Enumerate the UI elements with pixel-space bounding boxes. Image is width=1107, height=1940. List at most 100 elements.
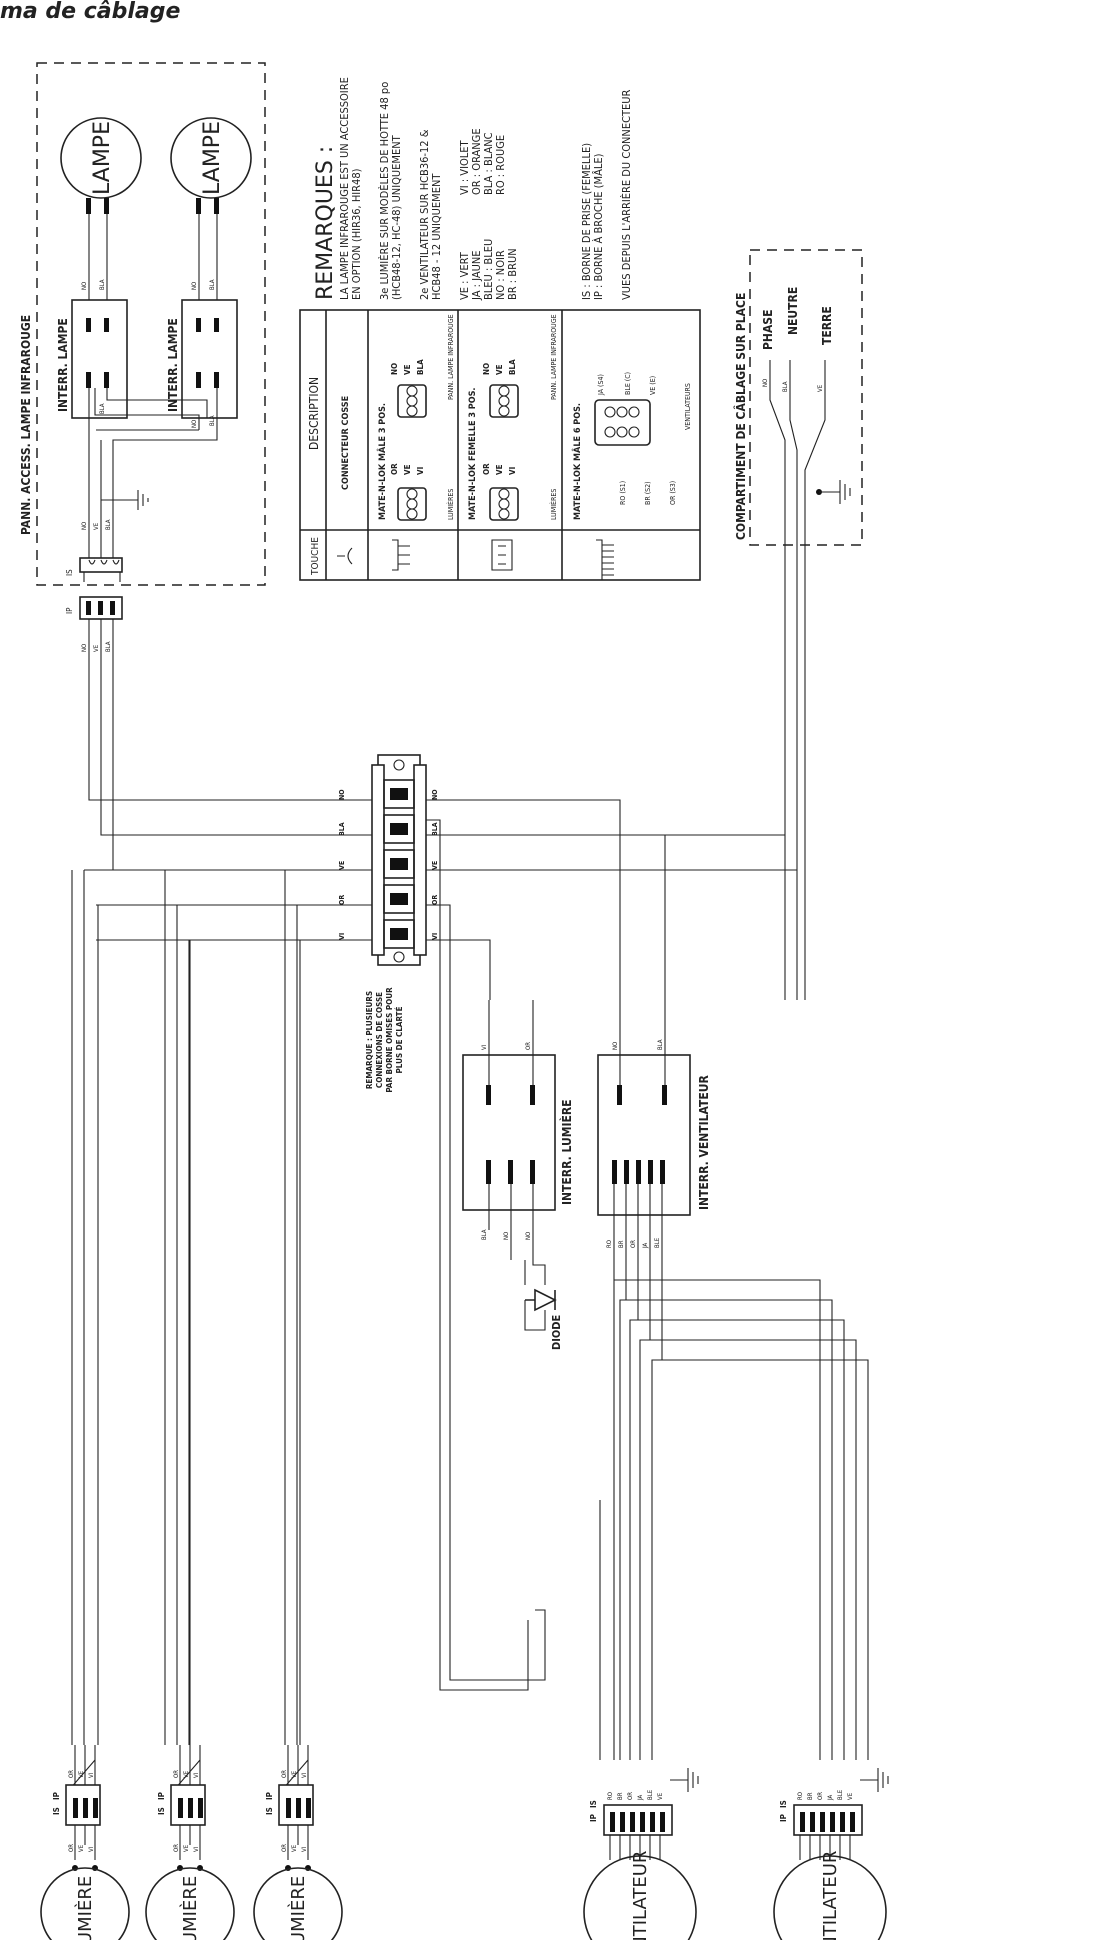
- notes-line-4: (HCB48-12, HC-48) UNIQUEMENT: [390, 134, 403, 300]
- abbrev-or: OR : ORANGE: [470, 128, 483, 195]
- light-switch-label: INTERR. LUMIÈRE: [559, 1099, 574, 1205]
- light-1-wire-bot-1: VE: [78, 1844, 85, 1852]
- note-view: VUES DEPUIS L'ARRIÈRE DU CONNECTEUR: [620, 89, 633, 300]
- legend-row-3-pin-no: NO: [482, 363, 491, 375]
- light-3-circle: [253, 1867, 343, 1940]
- legend-row-2-sub-left: LUMIÈRES: [446, 489, 455, 520]
- field-wire-bla: BLA: [782, 381, 789, 392]
- light-3-label: LUMIÈRE: [287, 1876, 309, 1940]
- legend-row-4-pin-ve: VE (E): [649, 376, 657, 395]
- light-switch-wire-vi: VI: [481, 1044, 488, 1050]
- light-switch-wire-no: NO: [503, 1232, 510, 1240]
- lamp-is-label: IS: [65, 569, 74, 576]
- legend-row-1-desc: CONNECTEUR COSSE: [341, 396, 351, 490]
- fan-2-wire-0: RO: [797, 1792, 804, 1800]
- terminal-block: NO BLA VE OR VI NO BLA VE OR VI REMARQUE…: [338, 754, 439, 1093]
- field-wire-ve: VE: [817, 384, 824, 392]
- lamp-2-circle: [170, 117, 252, 199]
- lamp-ip-wire-bla: BLA: [105, 641, 112, 652]
- fan-2-wire-3: JA: [827, 1795, 834, 1801]
- fan-switch-wire-no: NO: [612, 1042, 619, 1050]
- legend-row-4-pin-br: BR (S2): [644, 481, 652, 505]
- legend-row-3-pin-ve2: VE: [495, 364, 504, 375]
- fan-switch-wire-or: OR: [630, 1240, 637, 1248]
- legend-row-4-desc: MATE-N-LOK MÂLE 6 POS.: [571, 403, 583, 520]
- terminal-note-1: REMARQUE : PLUSIEURS: [365, 991, 374, 1089]
- fan-1-circle: [583, 1855, 697, 1940]
- lamp-switch-1-label: INTERR. LAMPE: [56, 318, 70, 412]
- light-1-ip-label: IP: [52, 1792, 61, 1800]
- field-phase-label: PHASE: [761, 310, 775, 350]
- lamp-1-label: LAMPE: [90, 121, 115, 195]
- fan-switch-label: INTERR. VENTILATEUR: [697, 1075, 711, 1210]
- diode-label: DIODE: [550, 1314, 563, 1350]
- lamp-2-wire-no: NO: [191, 282, 198, 290]
- light-switch-wire-no2: NO: [525, 1232, 532, 1240]
- lamp-2-wire-bla: BLA: [209, 279, 216, 290]
- notes-line-1: LA LAMPE INFRAROUGE EST UN ACCESSOIRE: [338, 77, 351, 300]
- abbrev-vi: VI : VIOLET: [458, 139, 471, 195]
- lamp-sw-wire-no: NO: [191, 420, 198, 428]
- legend-row-3-pin-bla: BLA: [508, 359, 517, 375]
- legend-row-2-pin-ve: VE: [403, 464, 412, 475]
- lamp-2: LAMPE: [170, 117, 252, 199]
- fan-switch: NO BLA INTERR. VENTILATEUR RO BR OR JA B…: [597, 1000, 869, 1760]
- fan-switch-wire-bla: BLA: [657, 1039, 664, 1050]
- light-2-wire-bot-2: VI: [193, 1846, 200, 1852]
- legend-header-touche: TOUCHE: [310, 537, 321, 576]
- lamp-sw-wire-bla: BLA: [99, 403, 106, 414]
- fan-1-ground-icon: [670, 1768, 699, 1792]
- light-1-wire-bot-2: VI: [88, 1846, 95, 1852]
- legend-row-3-sub-right: PANN. LAMPE INFRAROUGE: [550, 314, 558, 400]
- fan-1-wire-0: RO: [607, 1792, 614, 1800]
- fan-1-label: VENTILATEUR: [630, 1851, 651, 1940]
- fan-1-wire-4: BLE: [647, 1789, 654, 1800]
- notes-line-3: 3e LUMIÈRE SUR MODÈLES DE HOTTE 48 po: [378, 82, 391, 300]
- notes-title: REMARQUES :: [313, 146, 338, 300]
- light-3-wire-top-2: VI: [301, 1772, 308, 1778]
- legend-row-2-symbol: [392, 539, 410, 571]
- page-title: ma de câblage: [0, 0, 181, 24]
- lamp-ground: [101, 490, 149, 510]
- lamp-sw2-wire-bla: BLA: [209, 415, 216, 426]
- term-left-ve: VE: [338, 861, 346, 870]
- terminal-note-4: PLUS DE CLARTÉ: [393, 1006, 404, 1073]
- light-switch-wire-or: OR: [525, 1042, 532, 1050]
- legend-row-2-desc: MATE-N-LOK MÂLE 3 POS.: [376, 403, 388, 520]
- light-switch-wire-bla: BLA: [481, 1229, 488, 1240]
- lamp-ip-connector: IP NO VE BLA: [65, 596, 123, 652]
- legend-row-4-pin-ble: BLE (C): [624, 372, 632, 395]
- light-2-is-label: IS: [157, 1807, 166, 1815]
- lamp-1: LAMPE: [60, 117, 142, 199]
- fan-2-ip-label: IP: [779, 1814, 788, 1822]
- field-ground-icon: [819, 480, 851, 504]
- fan-1-wire-1: BR: [617, 1792, 624, 1800]
- field-neutre-label: NEUTRE: [786, 287, 800, 335]
- main-wiring: [71, 619, 797, 1745]
- notes-line-5: 2e VENTILATEUR SUR HCB36-12 &: [418, 129, 431, 300]
- legend-row-2-pin-bla: BLA: [416, 359, 425, 375]
- light-1-circle: [40, 1867, 130, 1940]
- lamp-is-wire-bla: BLA: [105, 519, 112, 530]
- abbrev-ro: RO : ROUGE: [494, 135, 507, 195]
- term-right-vi: VI: [431, 933, 439, 940]
- abbrev-no: NO : NOIR: [494, 250, 507, 300]
- notes: REMARQUES : LA LAMPE INFRAROUGE EST UN A…: [313, 77, 633, 301]
- lamp-is-wire-no: NO: [81, 522, 88, 530]
- light-2-wire-bot-0: OR: [173, 1844, 180, 1852]
- fan-switch-wire-ro: RO: [606, 1240, 613, 1248]
- lamp-ip-wire-no: NO: [81, 644, 88, 652]
- light-2-wire-bot-1: VE: [183, 1844, 190, 1852]
- fan-2-circle: [773, 1855, 887, 1940]
- term-right-or: OR: [431, 895, 439, 905]
- lamp-is-wire-ve: VE: [93, 522, 100, 530]
- abbrev-bla: BLA : BLANC: [482, 132, 495, 195]
- legend-row-4-pin-ro: RO (S1): [619, 481, 627, 505]
- legend-header-description: DESCRIPTION: [307, 377, 321, 450]
- term-left-no: NO: [338, 789, 346, 800]
